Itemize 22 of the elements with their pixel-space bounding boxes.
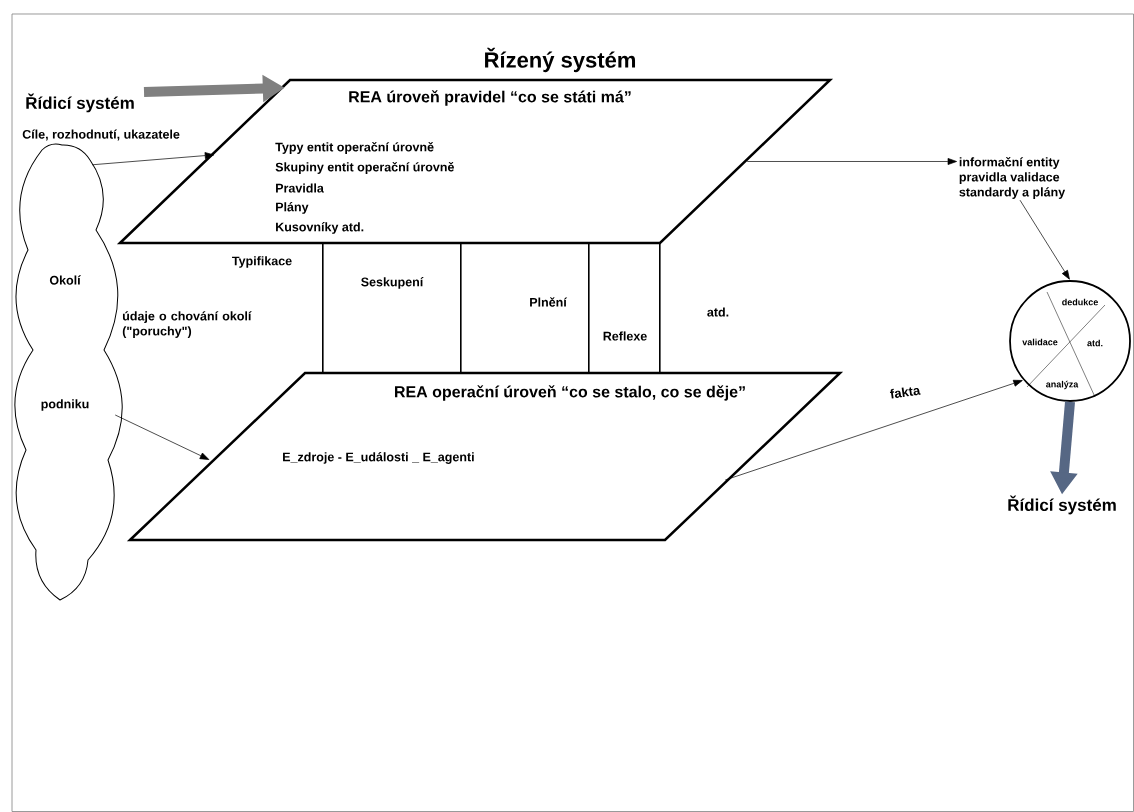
label-text: údaje o chování okolí ("poruchy") [122,311,252,338]
label-text: Cíle, rozhodnutí, ukazatele [22,129,180,141]
connector-line [588,242,590,374]
arrow [724,379,1023,481]
arrow [114,414,210,460]
connector-line [460,242,462,374]
label-text: Řídicí systém [26,93,134,113]
label-text: Plnění [530,297,568,307]
label-text: Reflexe [603,331,647,341]
cloud: Okolí podniku [14,143,123,601]
arrow [91,152,215,166]
title: Řízený systém [485,47,636,73]
label-text: atd. [707,307,729,317]
label-text: Řídicí systém [1008,495,1116,515]
edge-label: fakta [888,384,922,400]
arrow [746,158,957,165]
label-text: informační entity pravidla validace standardy a plány [959,157,1066,199]
connector-line [659,242,661,374]
label-text: Seskupení [361,277,424,289]
connector-line [322,242,324,374]
arrow [1019,199,1070,280]
label-text: Typifikace [232,256,292,268]
